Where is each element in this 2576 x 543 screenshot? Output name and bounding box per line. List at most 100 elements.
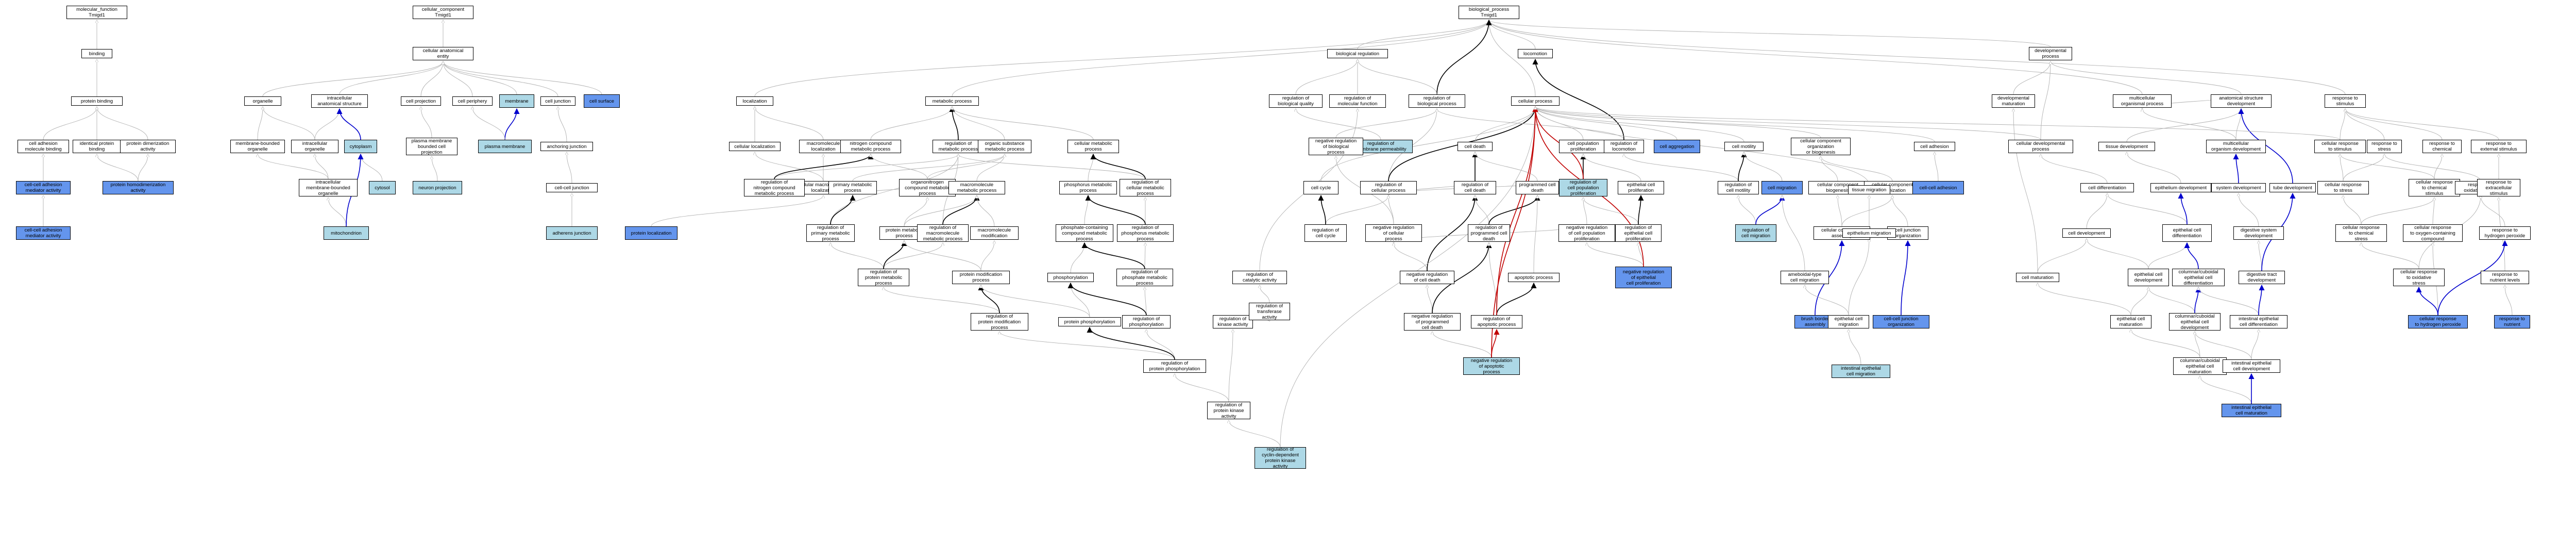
go-term-regcellcycle: regulation of cell cycle (1304, 224, 1347, 242)
go-term-macloc: macromolecule localization (799, 140, 848, 153)
go-term-cytosol: cytosol (369, 181, 396, 194)
edge-cellmig-to-cellmot (1744, 152, 1783, 182)
edge-regpk-to-regprotphos (1175, 374, 1229, 402)
edge-phosph-to-phoscomp (1070, 243, 1084, 273)
go-term-phoscomp: phosphate-containing compound metabolic … (1056, 224, 1113, 242)
go-term-rext: response to external stimulus (2471, 140, 2527, 153)
go-term-primmet: primary metabolic process (828, 181, 877, 194)
edge-organic-to-metab (952, 107, 1005, 140)
edge-regcmet-to-regmet (958, 154, 1146, 179)
go-term-negdeath: negative regulation of cell death (1400, 271, 1454, 284)
go-term-regprotphos: regulation of protein phosphorylation (1143, 359, 1206, 373)
edge-tissmig-to-cellproc (1535, 107, 1870, 186)
edge-regloc-to-regbp (1437, 109, 1624, 140)
edge-regcmig-to-cellmig (1755, 194, 1785, 225)
go-term-crh2o2: cellular response to hydrogen peroxide (2408, 315, 2468, 328)
edge-cmacloc-to-cloc (755, 152, 824, 182)
go-term-negpcd: negative regulation of programmed cell d… (1404, 313, 1461, 331)
go-term-membrane: membrane (499, 94, 534, 108)
edge-cam-to-protbind (43, 107, 97, 140)
edge-ccob-to-cellproc (1535, 107, 1821, 138)
go-term-regkin: regulation of kinase activity (1213, 315, 1253, 328)
go-term-tissmig: tissue migration (1848, 185, 1890, 194)
edge-regprotphos-to-regphos (1146, 330, 1175, 360)
edge-organelle-to-cae (262, 61, 443, 97)
go-term-respstim: response to stimulus (2325, 94, 2366, 108)
edge-colmat-to-coldev (2195, 332, 2200, 358)
edge-regpcd-to-pcd (1488, 194, 1540, 225)
go-term-regncomp: regulation of nitrogen compound metaboli… (744, 179, 805, 196)
edge-ccassem-to-ccbio (1838, 195, 1842, 227)
go-term-regprotmod: regulation of protein modification proce… (971, 313, 1028, 331)
edge-digsys-to-sysdev (2239, 193, 2259, 227)
edge-crchemstress-to-crchem (2361, 198, 2434, 225)
edge-regmet-to-metab (949, 106, 959, 140)
go-term-intdiff: intestinal epithelial cell differentiati… (2230, 315, 2287, 328)
edge-epiprol-to-cellpop (1583, 154, 1641, 182)
go-term-cellmig: cell migration (1761, 181, 1803, 194)
go-term-epicmig: epithelial cell migration (1828, 315, 1869, 328)
edge-mod-to-mop (2142, 109, 2236, 140)
edge-macmet-to-organic (976, 154, 1005, 182)
edge-cellcycle-to-cellproc (1320, 107, 1535, 182)
edge-macmod-to-macmet (977, 195, 995, 227)
edge-crchem-to-crs (2340, 154, 2435, 179)
go-term-regmet: regulation of metabolic process (933, 140, 984, 153)
go-term-sysdev: system development (2211, 183, 2266, 192)
edge-epidiff-to-celldiff (2107, 193, 2188, 225)
edge-epimat-to-epidevc (2130, 287, 2148, 316)
go-term-crchemstress: cellular response to chemical stress (2335, 224, 2387, 242)
edge-negpcd-to-regpcd (1432, 242, 1492, 314)
go-term-cam: cell adhesion molecule binding (18, 140, 69, 153)
go-term-bp: biological_process Tmigd1 (1459, 6, 1519, 19)
go-term-bioreg: biological regulation (1327, 49, 1388, 58)
edge-protmet-to-macmet (904, 195, 977, 227)
edge-protmod-to-protmet (904, 241, 981, 271)
edge-imbo-to-iorg (315, 154, 329, 179)
go-term-cellsurf: cell surface (584, 94, 620, 108)
go-term-cytoplasm: cytoplasm (344, 140, 377, 153)
go-term-epidiff: epithelial cell differentiation (2162, 224, 2212, 242)
edge-epicmig-to-epimig (1848, 239, 1869, 316)
go-term-intepimig: intestinal epithelial cell migration (1832, 365, 1890, 378)
go-term-cellcycle: cell cycle (1303, 181, 1338, 194)
edge-regtrans-to-regcat (1260, 285, 1270, 303)
edge-regphosmet-to-phosmet (1085, 194, 1146, 225)
go-term-cae: cellular anatomical entity (413, 47, 473, 60)
go-term-regprotmet: regulation of protein metabolic process (858, 269, 909, 286)
edge-pcd-to-celldeath (1475, 152, 1538, 182)
edge-digtract-to-digsys (2259, 241, 2262, 271)
edge-pm-to-membrane (504, 108, 520, 140)
go-term-tissdev: tissue development (2098, 142, 2155, 151)
edge-cellproc-to-bp (1489, 20, 1536, 97)
edge-regprim-to-regmet (830, 154, 958, 225)
edge-regepiprol-to-regcpp (1583, 198, 1639, 225)
edge-imbo-to-mbo (258, 154, 329, 179)
go-term-cperiph: cell periphery (452, 96, 493, 106)
edge-cellulardev-to-devproc (2040, 61, 2050, 140)
edge-orgnit-to-ncomp (871, 154, 928, 179)
go-term-regphos: regulation of phosphorylation (1122, 315, 1171, 328)
edge-regbp-to-bioreg (1358, 59, 1437, 95)
edge-regphos-to-regphoscomp (1145, 287, 1147, 316)
edge-cproj-to-cae (420, 61, 443, 97)
go-term-iorg: intracellular organelle (291, 140, 338, 153)
edge-regpk-to-regkin (1228, 330, 1233, 402)
edge-negcpp-to-regcpp (1583, 198, 1587, 225)
go-term-ccjunc: cell-cell junction (546, 183, 598, 192)
go-term-croxs: cellular response to oxidative stress (2393, 269, 2445, 286)
go-term-regprim: regulation of primary metabolic process (806, 224, 855, 242)
go-term-celldeath: cell death (1458, 142, 1493, 151)
edge-cellmat-to-celldev (2037, 239, 2087, 273)
go-term-regtrans: regulation of transferase activity (1249, 303, 1290, 320)
edge-coldev-to-epidevc (2148, 287, 2195, 314)
edge-sysdev-to-mod (2233, 153, 2239, 184)
edge-epidevc-to-epidiff (2148, 243, 2187, 269)
edge-cjorg2-to-cjorg (1901, 240, 1911, 316)
edge-celladh-to-cellproc (1535, 107, 1935, 142)
edge-cellmot-to-cellproc (1535, 107, 1744, 142)
edge-pcmig-to-cellmig (1782, 195, 1805, 271)
edge-rstress-to-respstim (2345, 109, 2385, 140)
edge-regprim-to-primmet (830, 194, 856, 225)
edge-neuproj-to-pmbcp (432, 156, 438, 182)
